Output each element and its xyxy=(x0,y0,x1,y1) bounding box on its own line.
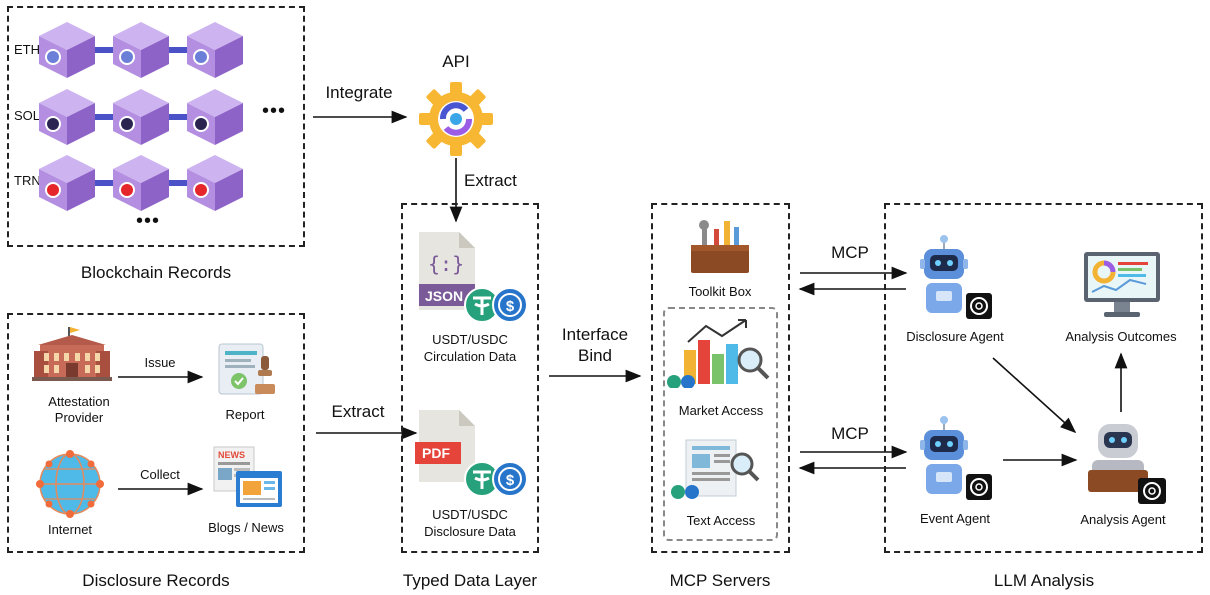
eth-coin-icon xyxy=(121,51,133,63)
market-access-label: Market Access xyxy=(678,403,764,418)
sol-coin-icon xyxy=(47,118,59,130)
llm-analysis-title: LLM Analysis xyxy=(993,571,1095,590)
circulation-data-label: USDT/USDC Circulation Data xyxy=(423,332,517,364)
pdf-label: PDF xyxy=(422,445,450,461)
toolkit-box-label: Toolkit Box xyxy=(688,284,752,299)
block-cube-eth xyxy=(39,22,95,78)
svg-text:$: $ xyxy=(506,472,515,489)
typed-data-layer-box xyxy=(401,203,539,553)
blockchain-records-box xyxy=(7,6,305,247)
analysis-outcomes-label: Analysis Outcomes xyxy=(1065,329,1177,344)
disclosure-records-title: Disclosure Records xyxy=(82,571,230,590)
mcp-inner-access-box xyxy=(663,307,778,541)
chain-ellipsis-bottom: ••• xyxy=(136,210,161,232)
internet-globe-icon xyxy=(36,450,104,518)
disclosure-agent-robot-icon xyxy=(920,235,992,319)
block-cube-sol xyxy=(113,89,169,145)
mcp-bottom-label: MCP xyxy=(831,424,869,443)
json-file-icon xyxy=(419,232,475,310)
event-agent-robot-icon xyxy=(920,416,992,500)
sol-coin-icon xyxy=(195,118,207,130)
block-cube-eth xyxy=(113,22,169,78)
typed-data-layer-title: Typed Data Layer xyxy=(402,571,538,590)
llm-analysis-box xyxy=(884,203,1203,553)
analysis-agent-robot-icon xyxy=(1088,424,1166,504)
text-access-icon xyxy=(671,439,760,499)
blockchain-records-title: Blockchain Records xyxy=(80,263,232,282)
issue-label: Issue xyxy=(144,355,176,370)
provider-label: Attestation Provider xyxy=(48,394,110,425)
pdf-file-icon xyxy=(415,410,475,482)
trn-coin-icon xyxy=(195,184,207,196)
event-agent-label: Event Agent xyxy=(919,511,991,526)
building-icon xyxy=(32,327,112,381)
chain-ellipsis-right: ••• xyxy=(262,100,287,122)
collect-label: Collect xyxy=(140,467,180,482)
api-extract-label: Extract xyxy=(464,171,517,190)
internet-label: Internet xyxy=(47,522,93,537)
blogs-news-icon: NEWS xyxy=(213,446,282,507)
api-gear-icon xyxy=(419,82,493,156)
chain-link-eth xyxy=(165,47,191,53)
interface-bind-label: Interface Bind xyxy=(561,325,629,365)
json-glyph: {:} xyxy=(428,252,465,276)
usdt-usdc-coins-icon-2: $ xyxy=(464,461,528,497)
block-cube-trn xyxy=(113,155,169,211)
integrate-label: Integrate xyxy=(325,83,393,102)
usdt-usdc-coins-icon: $ xyxy=(464,287,528,323)
chain-link-trn xyxy=(165,180,191,186)
eth-coin-icon xyxy=(47,51,59,63)
chain-link-trn xyxy=(91,180,117,186)
chain-link-eth xyxy=(91,47,117,53)
chain-label-sol: SOL xyxy=(14,108,41,123)
analysis-outcomes-monitor-icon xyxy=(1084,252,1160,317)
trn-coin-icon xyxy=(121,184,133,196)
block-cube-sol xyxy=(39,89,95,145)
api-title: API xyxy=(442,52,470,71)
sol-coin-icon xyxy=(121,118,133,130)
chain-link-sol xyxy=(91,114,117,120)
market-access-icon xyxy=(667,319,770,388)
block-cube-sol xyxy=(187,89,243,145)
svg-text:$: $ xyxy=(506,298,515,315)
analysis-agent-label: Analysis Agent xyxy=(1080,512,1166,527)
trn-coin-icon xyxy=(47,184,59,196)
disclosure-extract-label: Extract xyxy=(331,402,385,421)
block-cube-trn xyxy=(39,155,95,211)
toolkit-box-icon xyxy=(691,220,749,273)
chain-label-trn: TRN xyxy=(14,173,41,188)
block-cube-eth xyxy=(187,22,243,78)
mcp-servers-box xyxy=(651,203,790,553)
chain-label-eth: ETH xyxy=(14,42,40,57)
text-access-label: Text Access xyxy=(686,513,756,528)
eth-coin-icon xyxy=(195,51,207,63)
blogs-news-label: Blogs / News xyxy=(208,520,284,535)
disclosure-data-label: USDT/USDC Disclosure Data xyxy=(424,507,516,539)
json-label: JSON xyxy=(425,288,464,304)
svg-text:NEWS: NEWS xyxy=(218,450,245,460)
mcp-servers-title: MCP Servers xyxy=(669,571,771,590)
chain-link-sol xyxy=(165,114,191,120)
report-icon xyxy=(218,343,275,395)
report-label: Report xyxy=(225,407,265,422)
mcp-top-label: MCP xyxy=(831,243,869,262)
disclosure-agent-label: Disclosure Agent xyxy=(906,329,1004,344)
block-cube-trn xyxy=(187,155,243,211)
disclosure-to-analysis-arrow xyxy=(992,357,1077,434)
disclosure-records-box xyxy=(7,313,305,553)
